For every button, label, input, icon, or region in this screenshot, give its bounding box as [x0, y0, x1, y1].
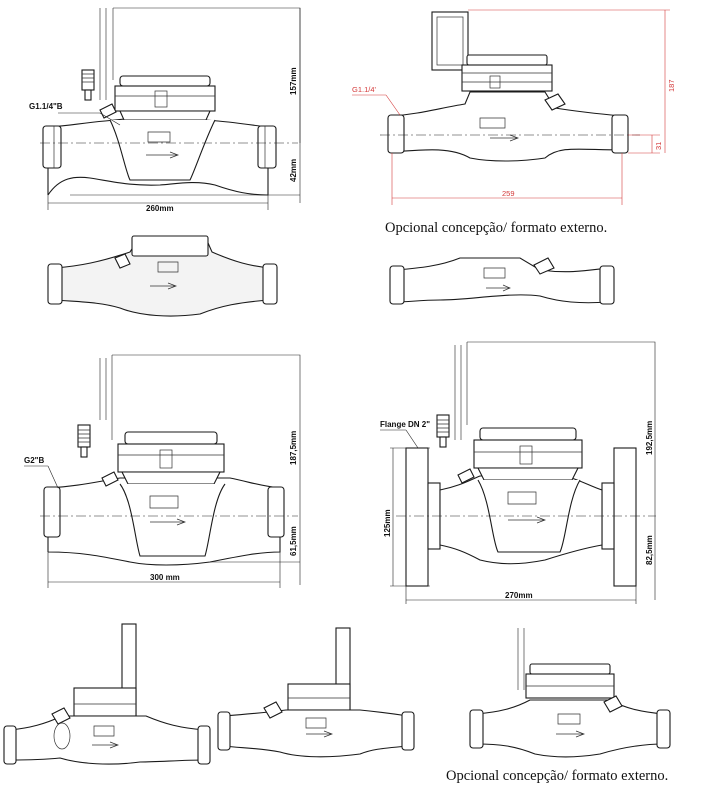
length-label-1: 260mm	[146, 204, 174, 213]
meter-drawing-4	[389, 257, 615, 305]
caption-top: Opcional concepção/ formato externo.	[385, 220, 607, 236]
below-label-1: 42mm	[289, 159, 298, 182]
height-label-1: 157mm	[289, 67, 298, 95]
thread-label-2: G1.1/4'	[352, 85, 377, 94]
caption-bottom: Opcional concepção/ formato externo.	[446, 768, 668, 784]
meter-drawing-9	[469, 628, 671, 758]
length-label-5: 300 mm	[150, 573, 180, 582]
meter-drawing-1	[40, 7, 301, 210]
flange-height-label-6: 125mm	[383, 509, 392, 537]
meter-drawing-6	[380, 341, 656, 604]
height-label-6: 192,5mm	[645, 421, 654, 455]
thread-label-1: G1.1/4"B	[29, 102, 63, 111]
meter-drawing-3	[47, 235, 278, 317]
height-label-5: 187,5mm	[289, 431, 298, 465]
length-label-6: 270mm	[505, 591, 533, 600]
thread-label-5: G2"B	[24, 456, 44, 465]
below-label-2: 31	[654, 142, 663, 150]
height-label-2: 187	[667, 79, 676, 92]
below-label-5: 61,5mm	[289, 526, 298, 556]
meter-drawing-7	[3, 623, 211, 765]
meter-drawing-8	[217, 627, 415, 758]
meter-drawing-2	[352, 9, 670, 205]
meter-drawing-5	[24, 354, 301, 588]
length-label-2: 259	[502, 189, 515, 198]
below-label-6: 82,5mm	[645, 535, 654, 565]
flange-label-6: Flange DN 2"	[380, 420, 430, 429]
